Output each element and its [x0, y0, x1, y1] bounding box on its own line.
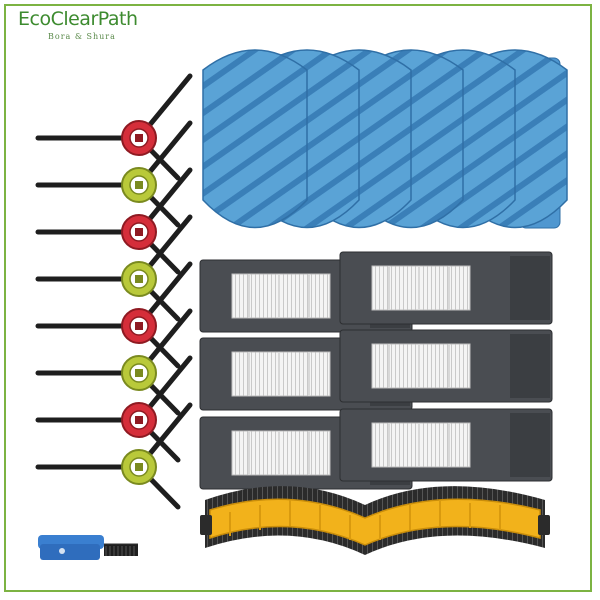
side-brush-icon [35, 355, 193, 463]
logo-title: EcoClearPath [18, 8, 138, 30]
brand-logo: EcoClearPath Bora & Shura [18, 8, 148, 44]
hepa-filter-icon [339, 251, 553, 325]
hepa-filter-icon [339, 329, 553, 403]
roller-brush-icon [200, 486, 550, 555]
side-brush-icon [35, 402, 193, 510]
mop-pads-group [202, 49, 568, 229]
side-brushes-group [35, 73, 193, 510]
hepa-filter-icon [339, 408, 553, 482]
image-frame [4, 4, 592, 592]
hepa-filters-group [199, 251, 553, 490]
mop-pad-icon [202, 49, 308, 229]
side-brush-icon [35, 308, 193, 416]
cleaning-tool-icon [38, 535, 138, 560]
side-brush-icon [35, 120, 193, 228]
logo-subtitle: Bora & Shura [48, 32, 116, 41]
side-brush-icon [35, 73, 193, 181]
